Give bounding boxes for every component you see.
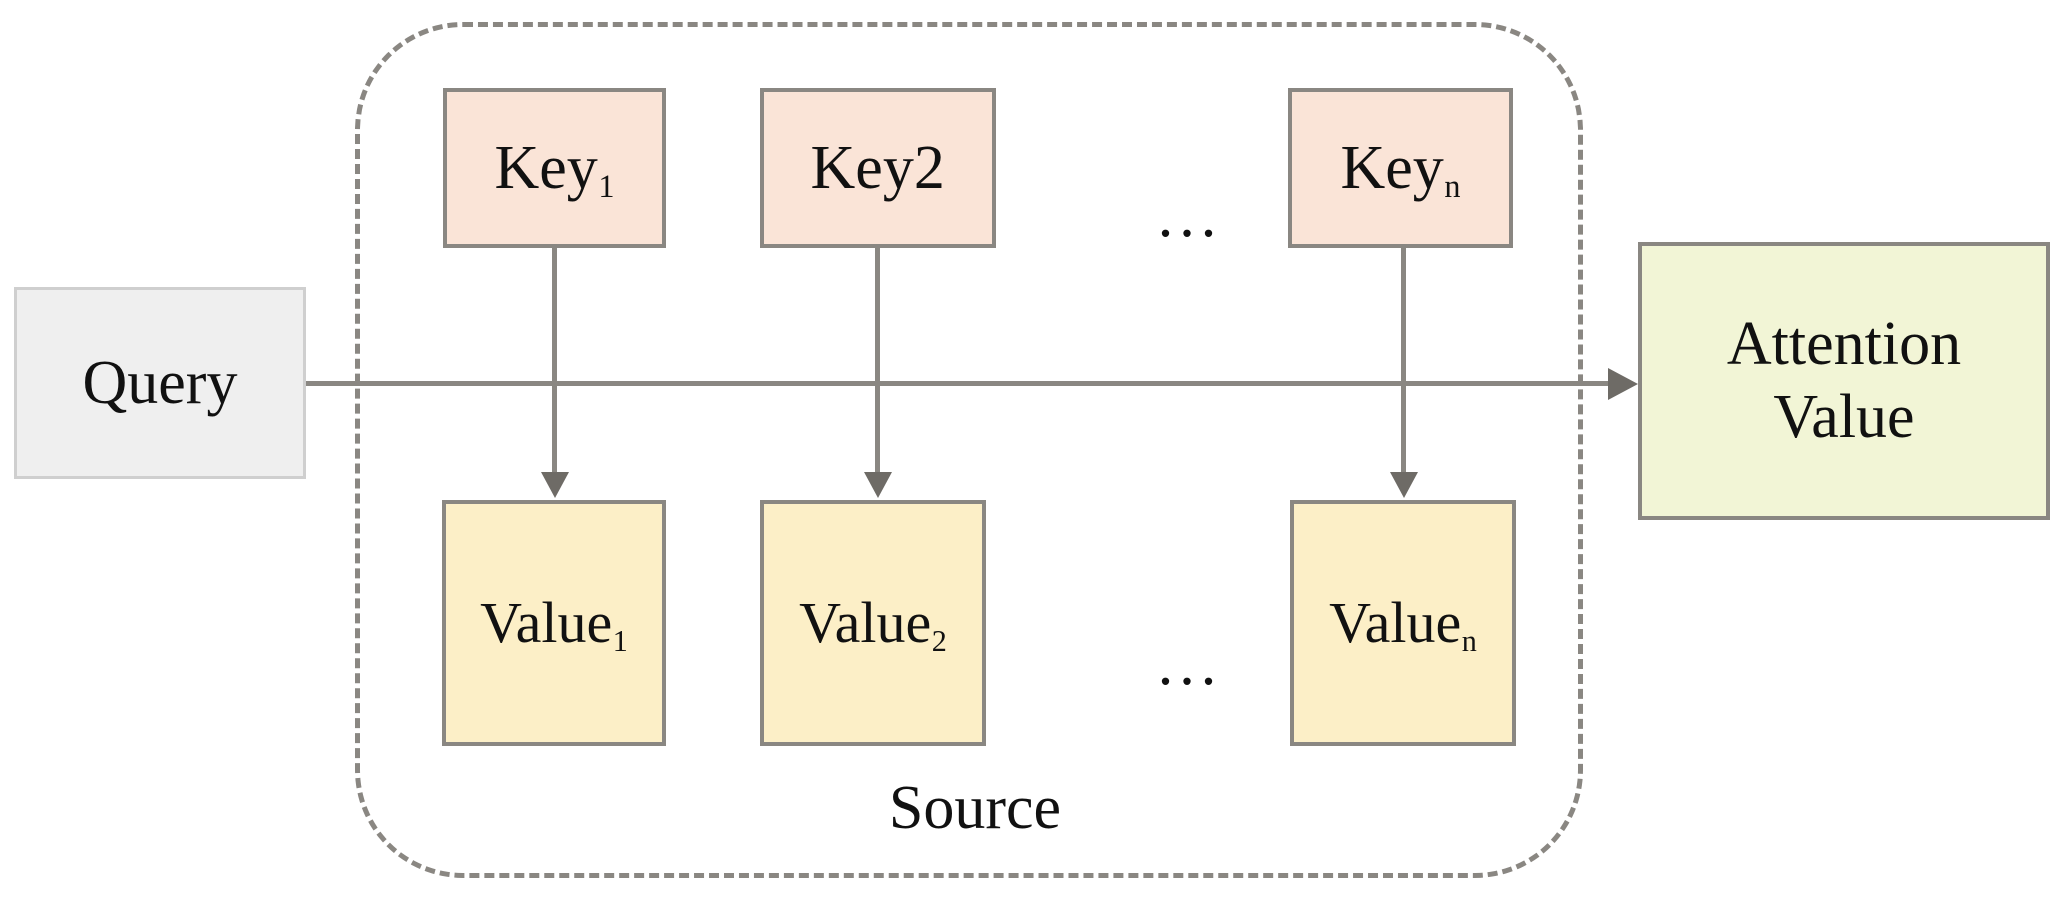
key-box-2-label: Key2 [810,133,945,202]
attention-value-label-line2: Value [1773,383,1915,451]
source-group-label: Source [888,774,1062,842]
value-box-1-label: Value1 [480,589,628,658]
connector-query-to-attention-arrowhead-icon [1608,368,1638,400]
source-group-frame [355,22,1583,878]
values-ellipsis: ... [1157,630,1223,698]
connector-key1-to-value1-arrowhead-icon [541,472,569,498]
connector-keyn-to-valuen-line [1401,248,1406,474]
key-box-1[interactable]: Key1 [443,88,666,248]
attention-value-label-line1: Attention [1726,309,1962,378]
connector-key1-to-value1-line [552,248,557,474]
value-box-2-label: Value2 [799,589,947,658]
query-box[interactable]: Query [14,287,306,479]
value-box-2[interactable]: Value2 [760,500,986,746]
key-box-n[interactable]: Keyn [1288,88,1513,248]
key-box-2[interactable]: Key2 [760,88,996,248]
value-box-1[interactable]: Value1 [442,500,666,746]
connector-key2-to-value2-arrowhead-icon [864,472,892,498]
value-box-n-label: Valuen [1329,589,1477,658]
key-box-1-label: Key1 [494,133,615,205]
attention-value-box[interactable]: Attention Value [1638,242,2050,520]
query-label: Query [82,348,238,417]
connector-query-to-attention-line [306,381,1631,386]
connector-keyn-to-valuen-arrowhead-icon [1390,472,1418,498]
keys-ellipsis: ... [1157,182,1223,250]
connector-key2-to-value2-line [875,248,880,474]
key-box-n-label: Keyn [1340,133,1461,205]
value-box-n[interactable]: Valuen [1290,500,1516,746]
